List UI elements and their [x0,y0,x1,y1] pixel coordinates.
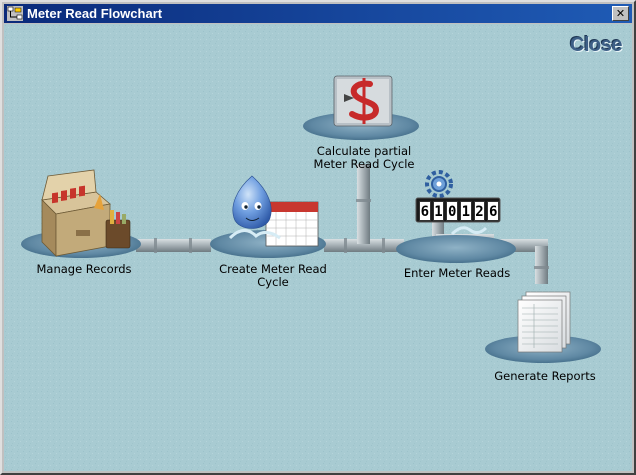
flowchart-app-icon [7,6,23,21]
dollar-sign-icon[interactable] [333,75,393,127]
file-box-icon[interactable] [41,169,131,257]
window-close-button[interactable]: ✕ [612,6,629,21]
window-title: Meter Read Flowchart [27,6,163,21]
water-drop-calendar-icon[interactable] [228,175,319,247]
label-manage-records[interactable]: Manage Records [36,262,132,276]
report-pages-icon[interactable] [517,291,571,353]
pad-enter-reads [396,235,516,263]
meter-digit: 1 [432,201,445,221]
flowchart-stage [4,24,632,471]
label-generate-reports[interactable]: Generate Reports [494,369,596,383]
meter-digit: 6 [487,201,500,221]
label-enter-reads[interactable]: Enter Meter Reads [403,266,511,280]
meter-digit: 0 [446,201,459,221]
label-calc-partial[interactable]: Calculate partial Meter Read Cycle [313,144,415,171]
meter-digit: 2 [473,201,486,221]
meter-digit: 1 [460,201,472,221]
label-create-cycle[interactable]: Create Meter Read Cycle [219,262,327,289]
title-bar: Meter Read Flowchart ✕ [4,4,632,23]
meter-digit: 6 [419,201,431,221]
close-button[interactable]: Close [570,34,622,56]
